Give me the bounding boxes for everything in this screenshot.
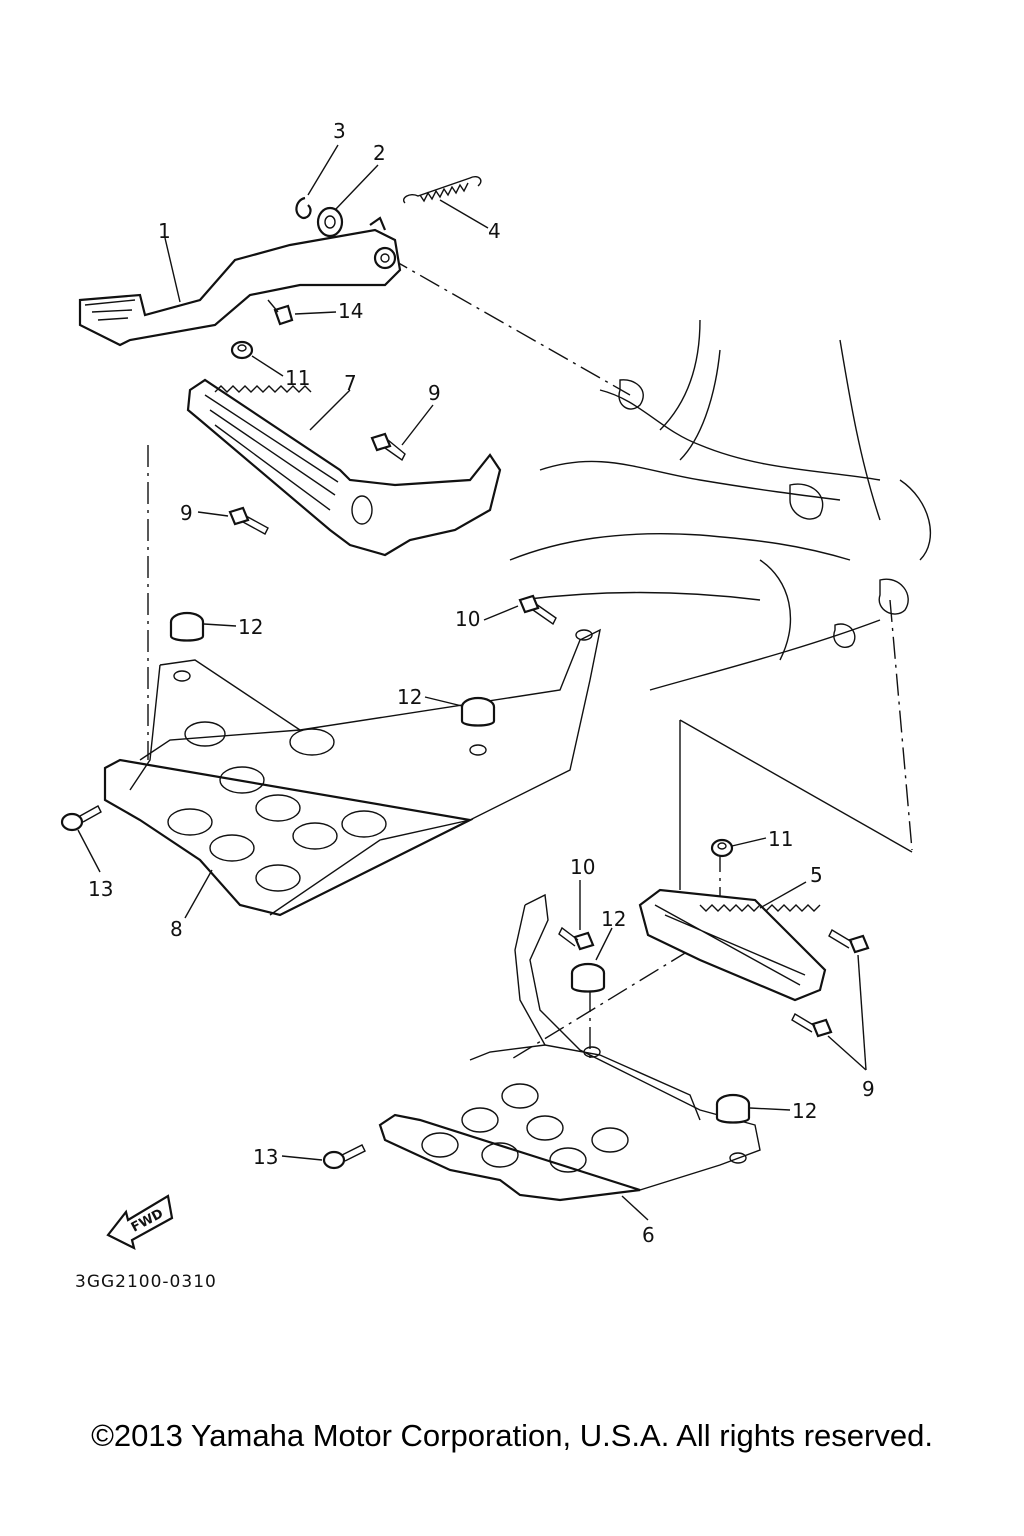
diagram-code: 3GG2100-0310 <box>75 1272 217 1292</box>
footrest-bracket-part <box>638 888 827 1002</box>
clip-part <box>295 196 312 220</box>
callout-9-left: 9 <box>180 501 193 525</box>
callout-12-right-a: 12 <box>601 907 626 931</box>
callout-13-right: 13 <box>253 1145 278 1169</box>
callout-12-left-b: 12 <box>397 685 422 709</box>
grommet-part <box>169 611 205 642</box>
footrest-plate-part <box>103 628 601 917</box>
frame-outline <box>509 319 932 691</box>
nut-part <box>710 838 734 858</box>
callout-6: 6 <box>642 1223 655 1247</box>
callout-11-top: 11 <box>285 366 310 390</box>
callout-9-upper: 9 <box>428 381 441 405</box>
grommet-part <box>460 696 496 727</box>
callout-13-left: 13 <box>88 877 113 901</box>
spring-part <box>403 176 482 204</box>
grommet-part <box>570 962 606 993</box>
fwd-arrow-icon: FWD <box>106 1194 174 1251</box>
callout-12-right-b: 12 <box>792 1099 817 1123</box>
callout-5: 5 <box>810 863 823 887</box>
bolt-part <box>322 1144 366 1170</box>
callout-14: 14 <box>338 299 363 323</box>
brake-pedal-part <box>78 216 402 347</box>
callout-9-right: 9 <box>862 1077 875 1101</box>
bolt-part <box>518 594 557 626</box>
bolt-part <box>60 805 102 832</box>
callout-12-left-a: 12 <box>238 615 263 639</box>
leader-lines <box>77 144 867 1221</box>
footrest-plate-part <box>378 893 761 1202</box>
callout-11-right: 11 <box>768 827 793 851</box>
bolt-part <box>828 929 870 954</box>
callout-8: 8 <box>170 917 183 941</box>
pin-part <box>267 299 294 326</box>
callout-4: 4 <box>488 219 501 243</box>
nut-part <box>230 340 254 360</box>
callout-10-right: 10 <box>570 855 595 879</box>
washer-part <box>316 206 344 238</box>
bolt-part <box>558 926 595 951</box>
bolt-part <box>228 506 269 535</box>
footrest-bracket-part <box>186 378 502 557</box>
callout-labels: 1 3 2 4 14 11 7 9 9 12 10 12 13 8 11 5 1… <box>88 119 875 1247</box>
callout-7: 7 <box>344 371 357 395</box>
callout-1: 1 <box>158 219 171 243</box>
callout-3: 3 <box>333 119 346 143</box>
callout-10-left: 10 <box>455 607 480 631</box>
bolt-part <box>370 432 406 462</box>
copyright-notice: ©2013 Yamaha Motor Corporation, U.S.A. A… <box>91 1418 933 1453</box>
bolt-part <box>791 1013 833 1038</box>
callout-2: 2 <box>373 141 386 165</box>
grommet-part <box>715 1093 751 1124</box>
assembly-lines <box>147 256 913 1061</box>
